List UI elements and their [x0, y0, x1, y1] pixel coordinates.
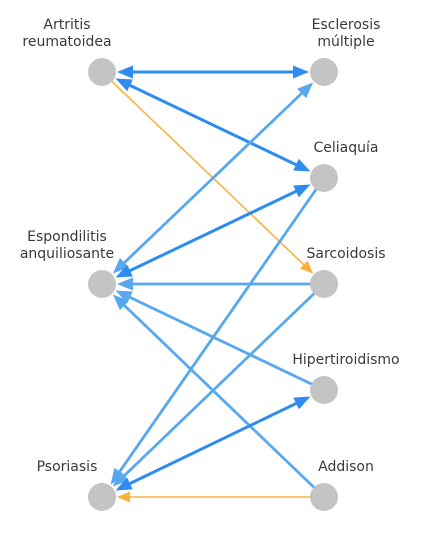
edge-line: [113, 176, 326, 480]
node-label: Sarcoidosis: [307, 246, 386, 262]
edge-artritis-esclerosis: [117, 65, 309, 79]
arrowhead-esclerosis: [297, 82, 314, 99]
node-label: Esclerosis: [312, 17, 381, 33]
node-circle: [88, 58, 116, 86]
arrowhead-celiaquia: [293, 184, 311, 198]
edge-esclerosis-espondilitis: [112, 82, 314, 274]
edge-sarcoidosis-psoriasis: [112, 282, 326, 487]
edge-addison-psoriasis: [117, 491, 325, 503]
node-circle: [310, 58, 338, 86]
edge-hipertiroidismo-espondilitis: [115, 290, 326, 392]
node-addison: Addison: [310, 459, 374, 511]
node-circle: [310, 376, 338, 404]
arrowhead-sarcoidosis: [300, 260, 314, 274]
node-label: Espondilitis: [27, 229, 107, 245]
nodes-layer: ArtritisreumatoideaEspondilitisanquilios…: [20, 17, 400, 511]
edge-sarcoidosis-espondilitis: [117, 277, 326, 291]
node-circle: [88, 270, 116, 298]
node-circle: [310, 270, 338, 298]
edge-espondilitis-celiaquia: [115, 184, 311, 278]
arrowhead-espondilitis: [115, 290, 133, 304]
node-label: Hipertiroidismo: [292, 352, 399, 368]
edge-line: [121, 80, 305, 170]
node-celiaquia: Celiaquía: [310, 140, 378, 192]
node-label: Celiaquía: [314, 140, 379, 156]
arrowhead-psoriasis: [115, 477, 133, 491]
arrowhead-artritis: [117, 65, 133, 79]
arrowhead-artritis: [115, 78, 133, 92]
node-label: Artritis: [43, 17, 90, 33]
arrowhead-espondilitis: [112, 294, 129, 311]
node-label: múltiple: [317, 34, 374, 50]
edge-line: [117, 86, 309, 270]
node-circle: [310, 164, 338, 192]
node-hipertiroidismo: Hipertiroidismo: [292, 352, 400, 404]
edge-line: [117, 298, 326, 499]
arrowhead-espondilitis: [117, 277, 133, 291]
node-psoriasis: Psoriasis: [37, 459, 116, 511]
node-circle: [310, 483, 338, 511]
arrowhead-espondilitis: [115, 264, 133, 278]
edge-celiaquia-psoriasis: [110, 176, 326, 485]
edge-psoriasis-hipertiroidismo: [115, 396, 311, 491]
node-circle: [88, 483, 116, 511]
node-label: reumatoidea: [22, 34, 111, 50]
arrowhead-hipertiroidismo: [293, 396, 311, 410]
node-label: Addison: [318, 459, 374, 475]
node-label: anquiliosante: [20, 246, 114, 262]
edge-line: [121, 398, 305, 489]
arrowhead-celiaquia: [293, 158, 311, 172]
arrowhead-esclerosis: [293, 65, 309, 79]
arrowhead-psoriasis: [117, 491, 130, 503]
edge-line: [101, 71, 309, 269]
edge-line: [121, 292, 326, 392]
arrowhead-espondilitis: [112, 257, 129, 274]
arrowhead-psoriasis: [112, 470, 129, 487]
edge-addison-espondilitis: [112, 294, 326, 499]
edge-line: [121, 186, 305, 276]
node-sarcoidosis: Sarcoidosis: [307, 246, 386, 298]
edges-layer: [101, 65, 326, 503]
node-label: Psoriasis: [37, 459, 98, 475]
edge-line: [117, 282, 326, 483]
edge-artritis-celiaquia: [115, 78, 311, 172]
edge-artritis-sarcoidosis: [101, 71, 314, 274]
